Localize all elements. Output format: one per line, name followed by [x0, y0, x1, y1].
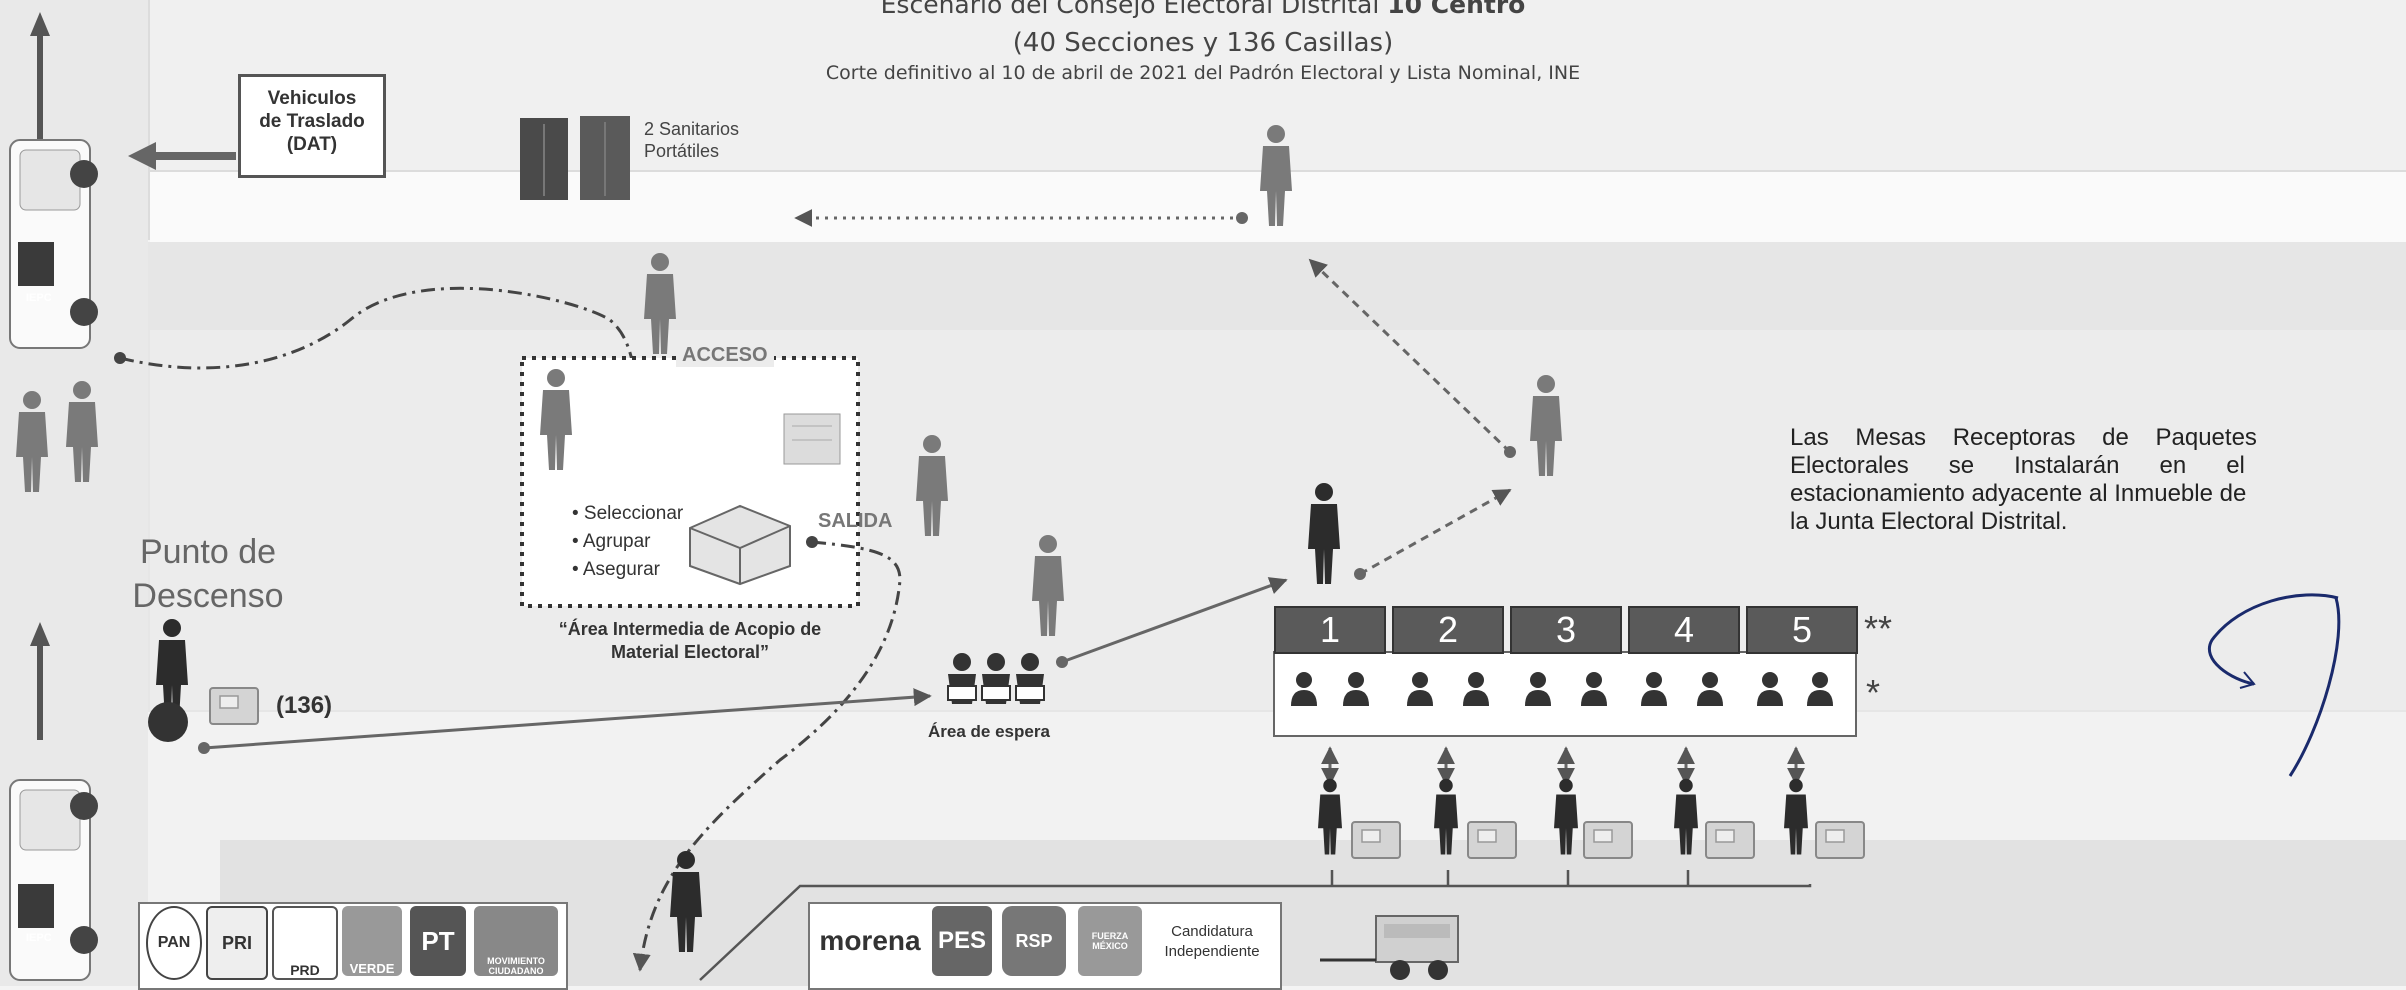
bullet-agrupar: • Agrupar — [572, 531, 651, 552]
mesa-2: 2 — [1392, 606, 1504, 654]
mesa-double-arrows — [1321, 746, 1805, 786]
mesas-panel — [1273, 651, 1857, 737]
arrow-up-bottom — [30, 622, 50, 740]
party-mc: MOVIMIENTO CIUDADANO — [474, 906, 558, 976]
party-pan: PAN — [146, 906, 202, 980]
van-bottom — [9, 779, 98, 981]
party-pes: PES — [932, 906, 992, 976]
line-espera-to-mesas — [1061, 577, 1288, 664]
header-title: Escenario del Consejo Electoral Distrita… — [0, 0, 2406, 19]
independiente-line2: Independiente — [1164, 943, 1260, 960]
collector-line — [699, 870, 1812, 981]
van-logo-top: IEPC — [26, 292, 52, 304]
vehicles-line1: Vehiculos — [267, 88, 357, 109]
handwritten-mark — [2208, 593, 2341, 777]
party-independiente: Candidatura Independiente — [1152, 922, 1272, 962]
mesas-note-line3: estacionamiento adyacente al Inmueble de — [1790, 480, 2247, 507]
area-caption: “Área Intermedia de Acopio de Material E… — [520, 618, 860, 664]
dashdot-path-van — [119, 286, 652, 422]
party-pt: PT — [410, 906, 466, 976]
mesa-3: 3 — [1510, 606, 1622, 654]
area-caption-line2: Material Electoral” — [610, 642, 770, 662]
espera-label: Área de espera — [928, 722, 1050, 741]
mesas-note-line1: Las Mesas Receptoras de Paquetes — [1790, 424, 2257, 451]
descenso-box — [209, 687, 259, 725]
generator-icon — [1320, 915, 1459, 980]
mesas-note-line2: Electorales se Instalarán en el — [1790, 452, 2245, 479]
marker-star: * — [1866, 672, 1881, 713]
descenso-label: Punto de Descenso — [108, 530, 308, 618]
bullet-seleccionar: • Seleccionar — [572, 503, 684, 524]
header-note: Corte definitivo al 10 de abril de 2021 … — [825, 62, 1581, 84]
mesas-note-line4: la Junta Electoral Distrital. — [1790, 508, 2068, 535]
mesa-4: 4 — [1628, 606, 1740, 654]
marker-double-star: ** — [1864, 608, 1893, 649]
party-prd: PRD — [272, 906, 338, 980]
acceso-label: ACCESO — [676, 344, 774, 367]
waiting-people — [947, 653, 1045, 704]
vehicles-box: Vehiculos de Traslado (DAT) — [238, 74, 386, 178]
party-fxm: FUERZA MÉXICO — [1078, 906, 1142, 976]
mesas-note: Las Mesas Receptoras de Paquetes Elector… — [1790, 424, 2380, 536]
area-caption-line1: “Área Intermedia de Acopio de — [558, 619, 822, 639]
vehicles-line3: (DAT) — [286, 134, 338, 155]
portable-toilets — [520, 116, 630, 200]
party-pri: PRI — [206, 906, 268, 980]
mesa-5: 5 — [1746, 606, 1858, 654]
dashed-exit-mesas — [1359, 488, 1512, 576]
bullet-asegurar: • Asegurar — [572, 559, 660, 580]
area-bullets: • Seleccionar • Agrupar • Asegurar — [572, 500, 683, 584]
mesa-1: 1 — [1274, 606, 1386, 654]
dashed-diagonal-top — [1308, 258, 1512, 454]
party-rsp: RSP — [1002, 906, 1066, 976]
party-verde: VERDE — [342, 906, 402, 976]
mesa-receivers — [1318, 778, 1865, 859]
descenso-line2: Descenso — [132, 577, 284, 615]
ballot-box-icon — [689, 413, 841, 586]
header-district: 10 Centro — [1387, 0, 1526, 19]
salida-label: SALIDA — [818, 510, 893, 532]
descenso-marker — [148, 702, 188, 742]
independiente-line1: Candidatura — [1171, 923, 1253, 940]
van-logo-bottom: IEPC — [26, 932, 52, 944]
sanitarios-line1: 2 Sanitarios — [644, 119, 740, 139]
arrow-up-top — [30, 12, 50, 140]
party-morena: morena — [819, 925, 921, 956]
line-to-espera — [203, 688, 932, 750]
descenso-count: (136) — [276, 692, 333, 719]
sanitarios-line2: Portátiles — [644, 141, 720, 161]
header-title-prefix: Escenario del Consejo Electoral Distrita… — [880, 0, 1380, 19]
sanitarios-label: 2 Sanitarios Portátiles — [644, 118, 739, 162]
van-top — [9, 139, 98, 349]
header-subtitle: (40 Secciones y 136 Casillas) — [1012, 28, 1394, 58]
vehicles-arrow — [128, 142, 236, 170]
lane-bottom — [220, 840, 2406, 986]
descenso-line1: Punto de — [139, 533, 277, 571]
vehicles-line2: de Traslado — [259, 111, 365, 132]
